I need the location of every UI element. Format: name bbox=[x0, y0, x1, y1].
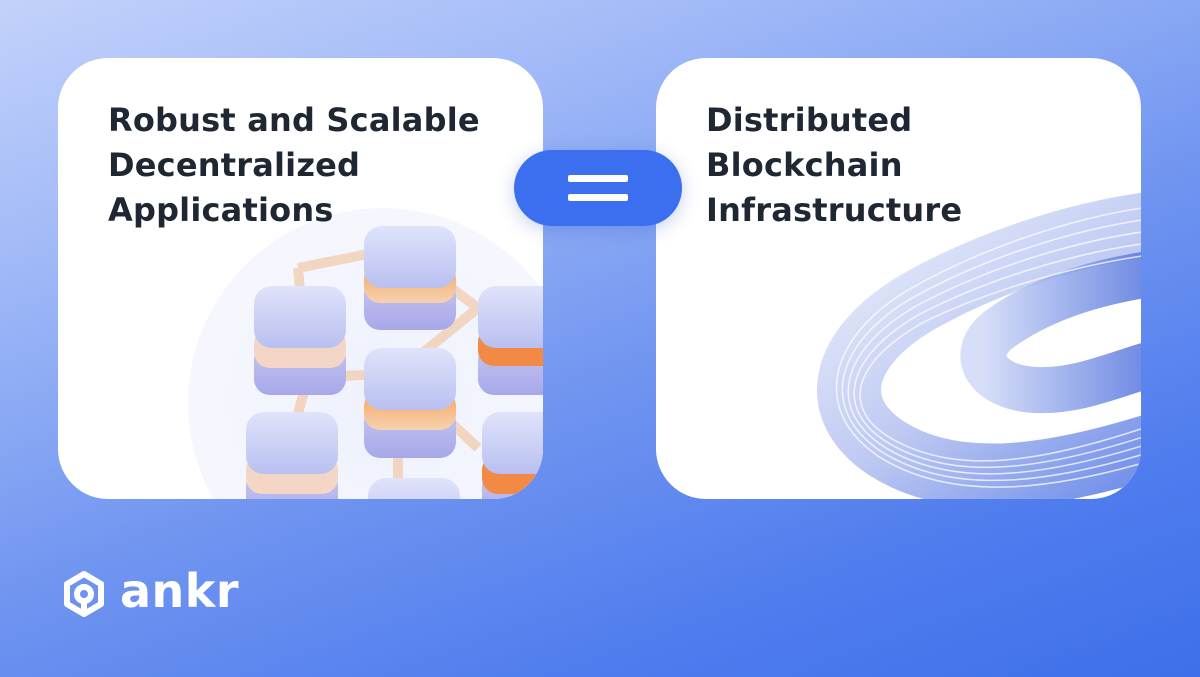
network-tile bbox=[368, 478, 460, 499]
network-tile bbox=[482, 412, 543, 499]
network-tile bbox=[364, 226, 456, 330]
title-line: Infrastructure bbox=[706, 191, 963, 229]
right-card-title: Distributed Blockchain Infrastructure bbox=[706, 98, 962, 233]
title-line: Robust and Scalable bbox=[108, 101, 480, 139]
brand-name: ankr bbox=[120, 564, 240, 618]
infinity-ribbon-illustration bbox=[817, 192, 1141, 499]
left-card-title: Robust and Scalable Decentralized Applic… bbox=[108, 98, 480, 233]
ankr-logo-icon bbox=[64, 571, 104, 617]
title-line: Applications bbox=[108, 191, 334, 229]
network-tile bbox=[364, 348, 456, 458]
network-tile bbox=[254, 286, 346, 395]
right-card: Distributed Blockchain Infrastructure bbox=[656, 58, 1141, 499]
equals-bar-top bbox=[568, 175, 628, 182]
network-tile bbox=[246, 412, 338, 499]
brand-logo: ankr bbox=[58, 564, 240, 620]
network-tile bbox=[478, 286, 543, 395]
title-line: Distributed bbox=[706, 101, 913, 139]
node-network-illustration bbox=[188, 208, 543, 499]
equals-bar-bottom bbox=[568, 194, 628, 201]
left-card: Robust and Scalable Decentralized Applic… bbox=[58, 58, 543, 499]
title-line: Decentralized bbox=[108, 146, 361, 184]
equals-badge bbox=[514, 150, 682, 226]
title-line: Blockchain bbox=[706, 146, 903, 184]
